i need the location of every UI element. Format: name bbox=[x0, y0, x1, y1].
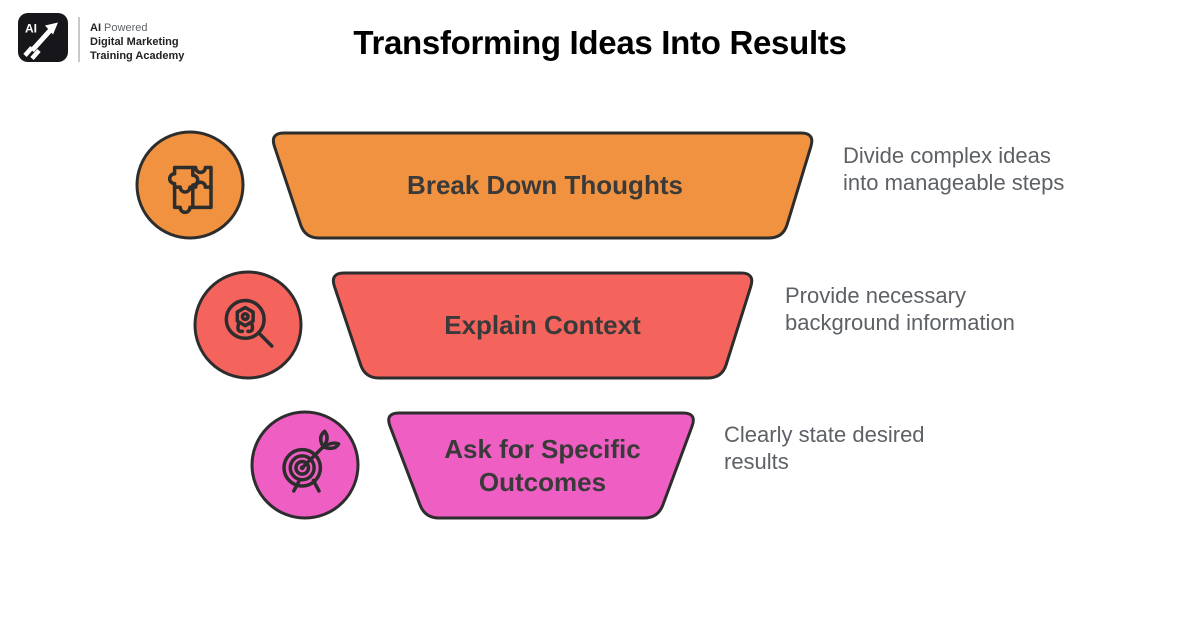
page-title: Transforming Ideas Into Results bbox=[353, 24, 847, 61]
logo-ai-text: AI bbox=[25, 22, 37, 36]
logo-divider bbox=[78, 17, 80, 62]
brand-logo: AI bbox=[18, 13, 68, 62]
brand-name: AI Powered Digital Marketing Training Ac… bbox=[90, 21, 184, 63]
step3-label: Ask for Specific Outcomes bbox=[444, 434, 641, 497]
brand-line2: Digital Marketing bbox=[90, 36, 179, 48]
step1-funnel-segment bbox=[271, 131, 814, 240]
target-dart-icon bbox=[282, 429, 341, 493]
brand-line1: AI Powered bbox=[90, 22, 148, 34]
step1-label: Break Down Thoughts bbox=[407, 170, 683, 201]
step2-description: Provide necessary background information bbox=[785, 283, 1015, 335]
step1-icon-circle bbox=[135, 130, 245, 240]
step3-description: Clearly state desired results bbox=[724, 422, 925, 474]
step3-funnel-segment bbox=[387, 411, 695, 520]
puzzle-icon bbox=[168, 165, 213, 214]
magnifier-robot-icon bbox=[224, 298, 274, 348]
arrow-up-icon: AI bbox=[23, 22, 58, 60]
step2-funnel-segment bbox=[331, 271, 754, 380]
step2-label: Explain Context bbox=[444, 310, 641, 341]
brand-line3: Training Academy bbox=[90, 50, 185, 62]
step1-description: Divide complex ideas into manageable ste… bbox=[843, 143, 1065, 195]
